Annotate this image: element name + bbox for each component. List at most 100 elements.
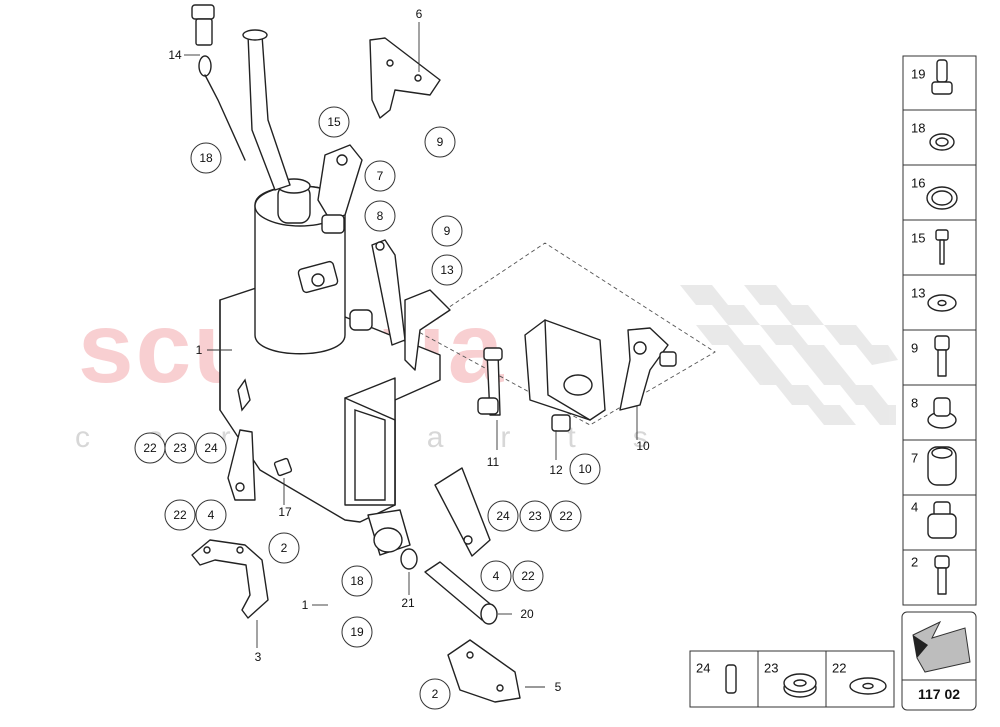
arrow-icon [912, 620, 971, 673]
svg-text:13: 13 [440, 263, 454, 277]
svg-text:24: 24 [204, 441, 218, 455]
page-number: 117 02 [918, 686, 960, 702]
svg-text:22: 22 [521, 569, 535, 583]
legend-cell: 18 [902, 109, 977, 166]
svg-text:18: 18 [911, 121, 925, 136]
callout-8: 8 [364, 200, 396, 232]
svg-text:24: 24 [496, 509, 510, 523]
plain-labels: 6 14 1 11 12 10 17 1 21 20 3 5 [168, 7, 650, 694]
legend-cell: 9 [902, 329, 977, 386]
legend-cell: 24 [689, 650, 759, 708]
svg-text:22: 22 [173, 508, 187, 522]
legend-cell: 7 [902, 439, 977, 496]
label-10: 10 [636, 439, 650, 453]
bracket-bottom-left [191, 539, 269, 619]
bracket-strap [371, 239, 451, 371]
part-icon-23 [783, 673, 817, 698]
svg-text:2: 2 [281, 541, 288, 555]
svg-text:10: 10 [578, 462, 592, 476]
svg-text:9: 9 [911, 341, 918, 356]
side-legend-panel: 19 18 16 15 13 9 8 [902, 55, 977, 606]
part-icon-7 [927, 446, 957, 486]
o-ring-part [400, 548, 418, 570]
callout-7: 7 [364, 160, 396, 192]
callout-13: 13 [431, 254, 463, 286]
bracket-bottom [447, 639, 521, 703]
bottom-legend-panel: 24 23 22 [689, 650, 895, 708]
svg-text:19: 19 [911, 67, 925, 82]
callout-9: 9 [431, 215, 463, 247]
callout-24: 24 [487, 500, 519, 532]
label-20: 20 [520, 607, 534, 621]
svg-text:15: 15 [327, 115, 341, 129]
watermark: scuderia car parts [75, 285, 898, 454]
legend-cell: 13 [902, 274, 977, 331]
callout-22: 22 [550, 500, 582, 532]
page-number-box: 117 02 [901, 611, 977, 711]
callout-19: 19 [341, 616, 373, 648]
part-icon-8 [927, 397, 957, 429]
part-icon-4 [927, 501, 957, 539]
svg-text:16: 16 [911, 176, 925, 191]
part-icon-19 [931, 59, 953, 95]
svg-text:13: 13 [911, 286, 925, 301]
svg-text:8: 8 [377, 209, 384, 223]
filler-cap [191, 4, 246, 161]
svg-text:7: 7 [377, 169, 384, 183]
svg-text:9: 9 [444, 224, 451, 238]
svg-text:4: 4 [208, 508, 215, 522]
callout-2: 2 [268, 532, 300, 564]
label-1: 1 [196, 343, 203, 357]
svg-text:15: 15 [911, 231, 925, 246]
svg-text:19: 19 [350, 625, 364, 639]
svg-text:8: 8 [911, 396, 918, 411]
legend-cell: 8 [902, 384, 977, 441]
callout-22: 22 [512, 560, 544, 592]
svg-text:23: 23 [528, 509, 542, 523]
svg-text:4: 4 [493, 569, 500, 583]
svg-text:9: 9 [437, 135, 444, 149]
actuator-unit [524, 319, 606, 432]
callout-22: 22 [164, 499, 196, 531]
label-14: 14 [168, 48, 182, 62]
label-11: 11 [487, 455, 500, 469]
legend-cell: 23 [757, 650, 827, 708]
callout-22: 22 [134, 432, 166, 464]
part-icon-22 [849, 677, 887, 695]
callout-4: 4 [480, 560, 512, 592]
legend-cell: 22 [825, 650, 895, 708]
part-icon-15 [935, 229, 949, 265]
legend-cell: 16 [902, 164, 977, 221]
svg-text:23: 23 [173, 441, 187, 455]
part-icon-18 [929, 133, 955, 151]
bracket-upper [317, 37, 441, 234]
callout-23: 23 [519, 500, 551, 532]
svg-text:18: 18 [199, 151, 213, 165]
pipe-part [424, 561, 498, 625]
svg-text:23: 23 [764, 661, 778, 676]
label-6: 6 [416, 7, 423, 21]
callouts: 15 18 7 8 9 9 13 22 23 24 22 4 2 18 19 2… [134, 106, 601, 710]
callout-15: 15 [318, 106, 350, 138]
label-5: 5 [555, 680, 562, 694]
callout-18: 18 [190, 142, 222, 174]
part-icon-24 [725, 664, 737, 694]
label-3: 3 [255, 650, 262, 664]
label-17: 17 [278, 505, 292, 519]
label-12: 12 [549, 463, 563, 477]
legend-cell: 4 [902, 494, 977, 551]
callout-24: 24 [195, 432, 227, 464]
callout-9: 9 [424, 126, 456, 158]
part-icon-16 [926, 186, 958, 210]
legend-cell: 19 [902, 55, 977, 111]
sensor-part [273, 457, 293, 477]
bracket-actuator [619, 327, 677, 411]
svg-text:18: 18 [350, 574, 364, 588]
callout-10: 10 [569, 453, 601, 485]
svg-text:2: 2 [432, 687, 439, 701]
label-21: 21 [401, 596, 415, 610]
svg-text:4: 4 [911, 500, 918, 515]
svg-text:24: 24 [696, 661, 710, 676]
legend-cell: 2 [902, 549, 977, 606]
